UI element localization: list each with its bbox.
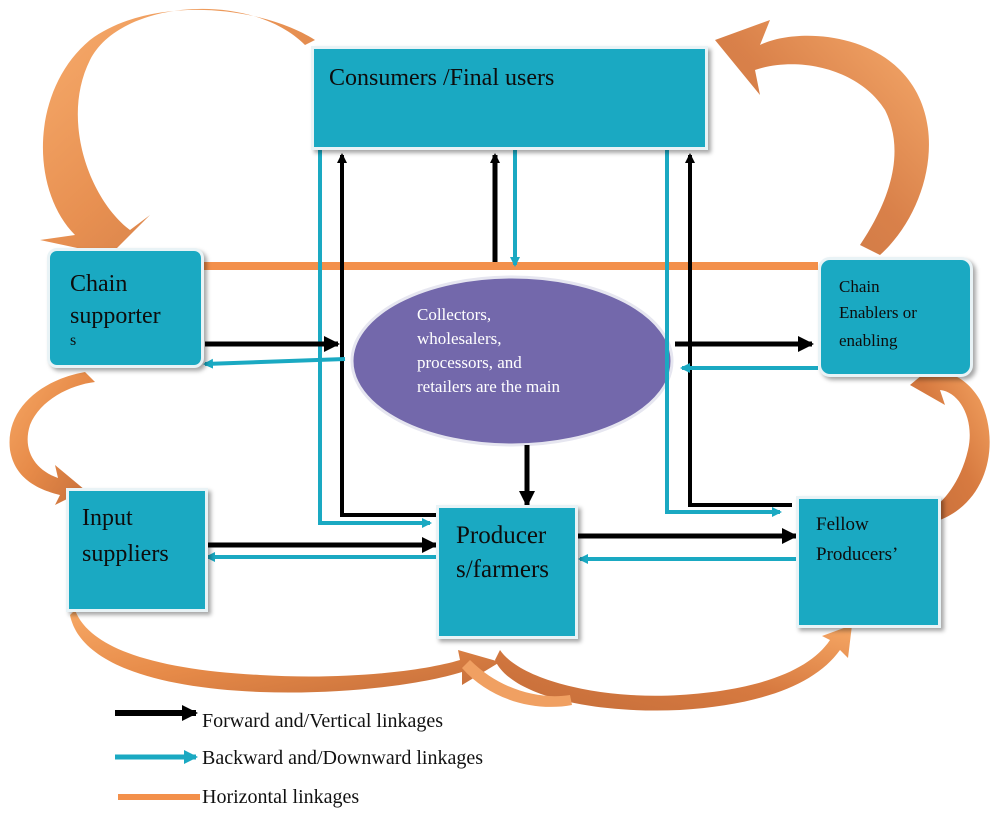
chain-enablers-label-line3: enabling xyxy=(839,331,898,350)
chain-supporters-box: Chain supporter s xyxy=(47,248,204,368)
fellow-producers-label-line2: Producers’ xyxy=(816,544,899,565)
curved-arrow-bottom-right xyxy=(495,625,852,711)
input-suppliers-label-line1: Input xyxy=(82,505,133,531)
center-label-line4: retailers are the main xyxy=(417,377,561,396)
chain-supporters-label-line1: Chain xyxy=(70,271,128,297)
producers-box: Producer s/farmers xyxy=(436,505,578,639)
input-suppliers-label-line2: suppliers xyxy=(82,541,169,567)
curved-arrow-bottom-left xyxy=(70,610,500,693)
center-label-line2: wholesalers, xyxy=(417,329,502,348)
forward-line-left-vertical xyxy=(337,153,440,517)
producers-label-line2: s/farmers xyxy=(456,556,550,583)
curved-arrow-top-left xyxy=(40,8,315,255)
center-ellipse xyxy=(350,275,674,447)
backward-line-left-vertical xyxy=(318,150,432,528)
center-ellipse-label: Collectors, wholesalers, processors, and… xyxy=(417,303,617,399)
legend-horizontal-label: Horizontal linkages xyxy=(202,786,360,808)
chain-supporters-label-line2: supporter xyxy=(70,303,161,329)
curved-arrow-bottom-mid xyxy=(462,660,572,707)
fellow-producers-box: Fellow Producers’ xyxy=(796,496,941,628)
chain-enablers-label-line1: Chain xyxy=(839,277,880,296)
chain-enablers-box: Chain Enablers or enabling xyxy=(818,257,973,377)
curved-arrow-right-middle xyxy=(910,360,990,520)
curved-arrow-left-middle xyxy=(9,372,95,505)
forward-line-right-vertical xyxy=(685,153,792,507)
consumers-label: Consumers /Final users xyxy=(329,65,555,91)
backward-line-right-vertical xyxy=(665,150,782,517)
chain-supporters-label-line3: s xyxy=(70,332,77,345)
producers-label-line1: Producer xyxy=(456,522,547,549)
center-label-line3: processors, and xyxy=(417,353,522,372)
chain-enablers-label-line2: Enablers or xyxy=(839,303,917,322)
center-label-line1: Collectors, xyxy=(417,305,492,324)
input-suppliers-box: Input suppliers xyxy=(66,488,208,612)
fellow-producers-label-line1: Fellow xyxy=(816,514,869,535)
legend-backward-label: Backward and/Downward linkages xyxy=(202,747,484,769)
backward-line-center-to-supporters xyxy=(203,357,346,369)
legend-forward-label: Forward and/Vertical linkages xyxy=(202,710,444,732)
consumers-box: Consumers /Final users xyxy=(311,46,708,150)
curved-arrow-top-right xyxy=(715,20,929,255)
